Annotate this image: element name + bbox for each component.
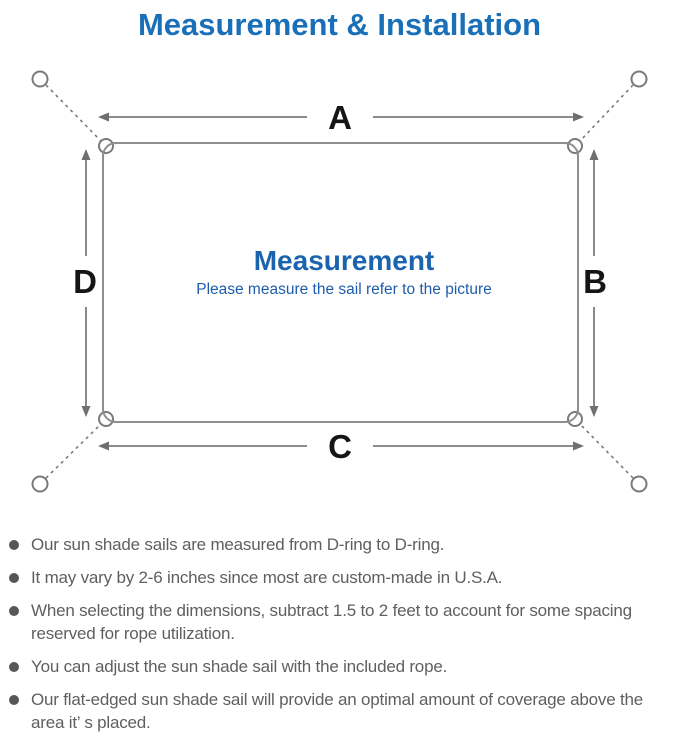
- anchor-ring-bottom-left: [31, 475, 49, 493]
- diagram-center-heading: Measurement: [254, 245, 435, 276]
- note-text: Our sun shade sails are measured from D-…: [31, 535, 445, 554]
- notes-list: Our sun shade sails are measured from D-…: [0, 533, 675, 734]
- sail-corner-arc-top-left: [102, 142, 117, 157]
- list-item: It may vary by 2-6 inches since most are…: [9, 566, 669, 589]
- diagram-center-subtitle: Please measure the sail refer to the pic…: [196, 281, 492, 298]
- d-ring-top-left: [98, 138, 114, 154]
- label-side-d: D: [73, 263, 97, 300]
- label-side-b: B: [583, 263, 607, 300]
- list-item: Our flat-edged sun shade sail will provi…: [9, 688, 669, 734]
- bullet-dot-icon: [9, 540, 19, 550]
- d-ring-bottom-left: [98, 411, 114, 427]
- page-title: Measurement & Installation: [137, 7, 542, 42]
- note-text: Our flat-edged sun shade sail will provi…: [31, 690, 644, 732]
- label-side-a: A: [328, 99, 352, 136]
- sail-corner-arc-bottom-right: [564, 408, 579, 423]
- bullet-dot-icon: [9, 662, 19, 672]
- sail-corner-arc-top-right: [564, 142, 579, 157]
- anchor-ring-bottom-right: [630, 475, 648, 493]
- anchor-ring-top-right: [630, 70, 648, 88]
- note-text: You can adjust the sun shade sail with t…: [31, 657, 448, 676]
- sail-corner-arc-bottom-left: [102, 408, 117, 423]
- bullet-dot-icon: [9, 573, 19, 583]
- tension-line-bottom-left: [45, 423, 102, 479]
- list-item: Our sun shade sails are measured from D-…: [9, 533, 669, 556]
- bullet-dot-icon: [9, 606, 19, 616]
- bullet-dot-icon: [9, 695, 19, 705]
- note-text: When selecting the dimensions, subtract …: [31, 601, 632, 643]
- label-side-c: C: [328, 428, 352, 465]
- tension-line-top-right: [579, 84, 634, 142]
- sail-outline: [102, 142, 579, 423]
- tension-line-top-left: [45, 84, 102, 142]
- tension-line-bottom-right: [579, 423, 634, 479]
- anchor-ring-top-left: [31, 70, 49, 88]
- measurement-diagram: A C D B Measurement Please measure the s…: [31, 70, 648, 493]
- list-item: When selecting the dimensions, subtract …: [9, 599, 669, 645]
- d-ring-bottom-right: [567, 411, 583, 427]
- note-text: It may vary by 2-6 inches since most are…: [31, 568, 503, 587]
- list-item: You can adjust the sun shade sail with t…: [9, 655, 669, 678]
- d-ring-top-right: [567, 138, 583, 154]
